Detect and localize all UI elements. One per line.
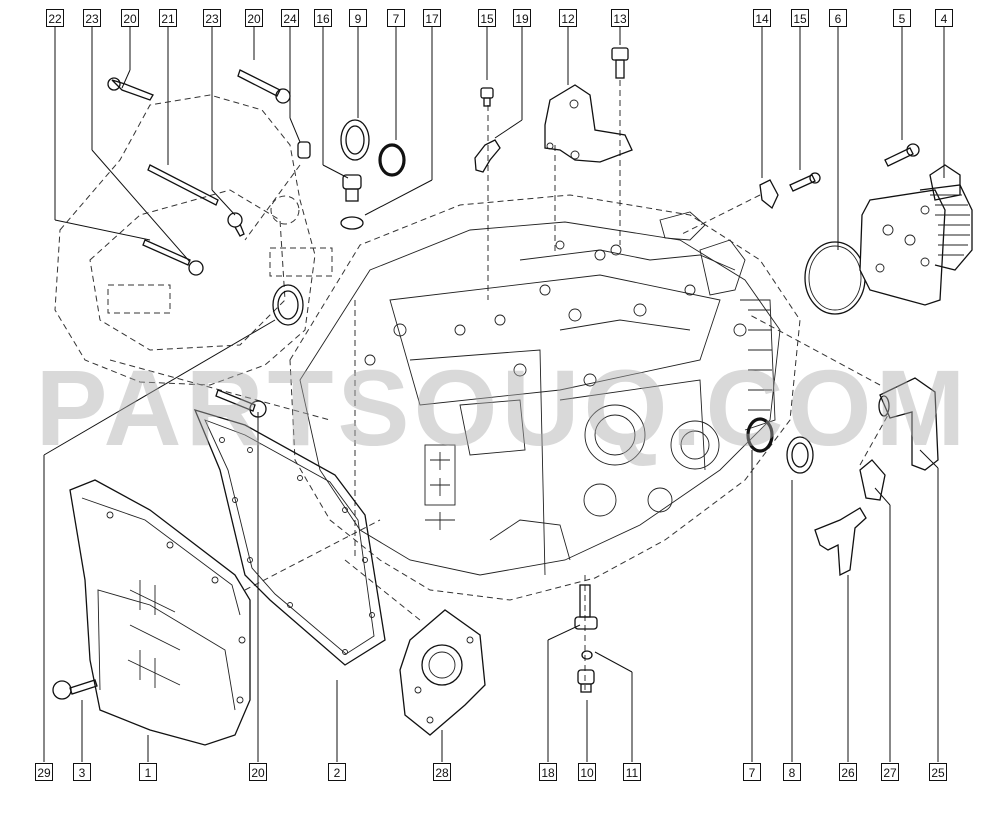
callout-21[interactable]: 21 [159,9,177,27]
callout-16[interactable]: 16 [314,9,332,27]
callout-6[interactable]: 6 [829,9,847,27]
callout-23b[interactable]: 23 [203,9,221,27]
callout-13[interactable]: 13 [611,9,629,27]
callout-10[interactable]: 10 [578,763,596,781]
callout-3[interactable]: 3 [73,763,91,781]
bolts [52,47,920,700]
callout-20[interactable]: 20 [121,9,139,27]
leader-lines [43,27,945,762]
callout-20c[interactable]: 20 [249,763,267,781]
callout-26[interactable]: 26 [839,763,857,781]
callout-1[interactable]: 1 [139,763,157,781]
seals [272,119,866,660]
callout-7[interactable]: 7 [387,9,405,27]
side-gasket [399,609,486,736]
callout-14[interactable]: 14 [753,9,771,27]
callout-19[interactable]: 19 [513,9,531,27]
callout-9[interactable]: 9 [349,9,367,27]
callout-8[interactable]: 8 [783,763,801,781]
callout-15b[interactable]: 15 [791,9,809,27]
callout-11[interactable]: 11 [623,763,641,781]
transmission-case [289,194,801,601]
callout-24[interactable]: 24 [281,9,299,27]
callout-29[interactable]: 29 [35,763,53,781]
cooler-hose [878,377,939,471]
callout-23[interactable]: 23 [83,9,101,27]
assembly-lines [109,80,889,690]
callout-25[interactable]: 25 [929,763,947,781]
callout-4[interactable]: 4 [935,9,953,27]
callout-17[interactable]: 17 [423,9,441,27]
oil-cooler [859,164,973,306]
callout-18[interactable]: 18 [539,763,557,781]
callout-5[interactable]: 5 [893,9,911,27]
callout-7b[interactable]: 7 [743,763,761,781]
callout-28[interactable]: 28 [433,763,451,781]
converter-housing [54,94,333,386]
callout-15[interactable]: 15 [478,9,496,27]
callout-22[interactable]: 22 [46,9,64,27]
callout-27[interactable]: 27 [881,763,899,781]
oil-pan-gasket [193,408,386,666]
callout-12[interactable]: 12 [559,9,577,27]
callout-2[interactable]: 2 [328,763,346,781]
brackets [474,84,886,577]
callout-20b[interactable]: 20 [245,9,263,27]
oil-pan [69,479,251,746]
